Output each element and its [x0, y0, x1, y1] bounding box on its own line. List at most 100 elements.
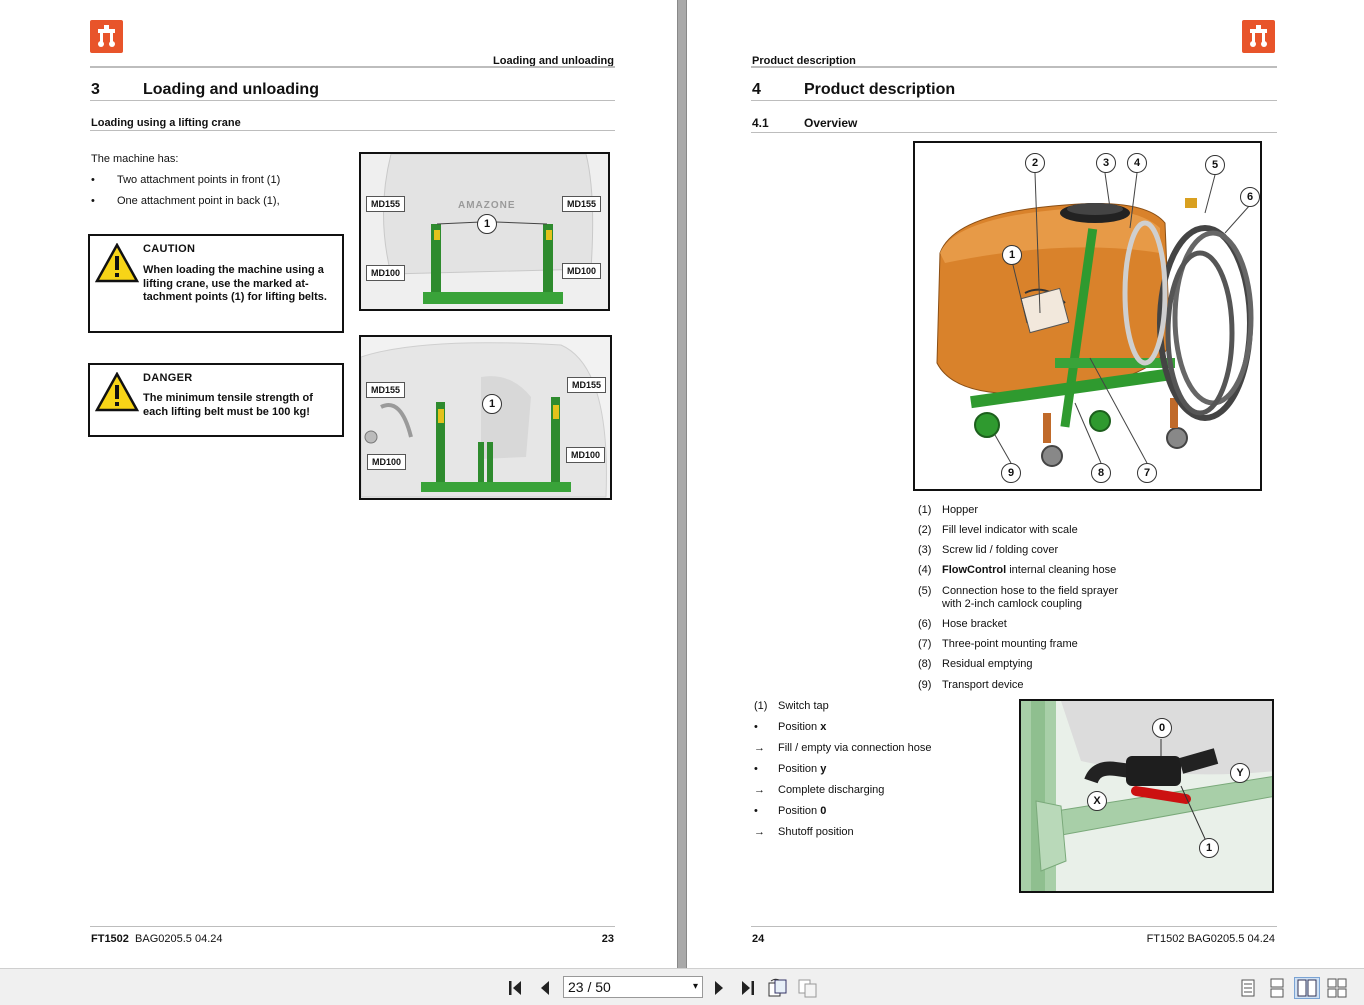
compare-view-button[interactable] — [797, 977, 819, 999]
prev-page-button[interactable] — [534, 977, 556, 999]
caution-line-1: When loading the machine using a — [143, 264, 324, 276]
last-page-button[interactable] — [736, 977, 758, 999]
page-gutter — [677, 0, 687, 968]
footer-doc-info: FT1502 BAG0205.5 04.24 — [1146, 933, 1275, 945]
lifting-points-rear-figure: MD155 MD155 MD100 MD100 1 — [359, 335, 612, 500]
next-page-button[interactable] — [708, 977, 730, 999]
last-page-icon — [742, 981, 754, 995]
callout-switch-tap: 1 — [1199, 838, 1219, 858]
callout-1: 1 — [482, 394, 502, 414]
continuous-view-button[interactable] — [1266, 977, 1288, 999]
header-rule — [90, 66, 615, 68]
caution-line-3: tachment points (1) for lifting belts. — [143, 291, 327, 303]
section-title: Loading using a lifting crane — [91, 117, 241, 129]
amazone-logo — [1242, 20, 1275, 53]
two-page-view-button[interactable] — [1294, 977, 1320, 999]
danger-text: The minimum tensile strength of each lif… — [143, 392, 313, 419]
bullet-1: •Two attachment points in front (1) — [91, 174, 281, 186]
component-legend: (1)Hopper (2)Fill level indicator with s… — [918, 504, 1119, 691]
callout-3: 3 — [1096, 153, 1116, 173]
callout-8: 8 — [1091, 463, 1111, 483]
chapter-number: 3 — [91, 81, 100, 98]
chapter-title: Loading and unloading — [143, 81, 319, 98]
label-md100-right: MD100 — [562, 263, 602, 279]
label-md100-right: MD100 — [566, 447, 606, 463]
label-md100-left: MD100 — [367, 454, 407, 470]
two-page-icon — [1297, 979, 1317, 997]
footer-model: FT1502 — [91, 933, 129, 945]
amazone-tank-lettering: AMAZONE — [458, 200, 516, 211]
switch-tap-illustration — [1021, 701, 1272, 891]
callout-position-0: 0 — [1152, 718, 1172, 738]
running-header: Product description — [752, 55, 856, 67]
label-md155-left: MD155 — [366, 382, 406, 398]
hopper-rear-illustration — [361, 337, 610, 498]
chapter-rule — [90, 100, 615, 101]
danger-box: DANGER The minimum tensile strength of e… — [88, 363, 344, 437]
rotate-view-button[interactable] — [767, 977, 789, 999]
overview-figure: 2 3 4 5 6 1 7 8 9 — [913, 141, 1262, 491]
label-md155-right: MD155 — [562, 196, 602, 212]
footer-rule — [90, 926, 615, 927]
section-title: Overview — [804, 116, 858, 130]
footer-doc: BAG0205.5 04.24 — [135, 933, 223, 945]
bullet-2-text: One attachment point in back (1), — [117, 195, 280, 207]
prev-page-icon — [541, 981, 549, 995]
chapter-title: Product description — [804, 81, 956, 98]
next-page-icon — [715, 981, 723, 995]
page-number: 23 — [601, 933, 614, 945]
bullet-1-text: Two attachment points in front (1) — [117, 174, 281, 186]
page-number: 24 — [752, 933, 765, 945]
callout-6: 6 — [1240, 187, 1260, 207]
lifting-points-front-figure: AMAZONE MD155 MD155 MD100 MD100 1 — [359, 152, 610, 311]
footer-rule — [751, 926, 1277, 927]
chapter-rule — [751, 100, 1277, 101]
intro-text: The machine has: — [91, 153, 179, 165]
first-page-icon — [509, 981, 521, 995]
label-md100-left: MD100 — [366, 265, 406, 281]
page-number-input[interactable]: 23 / 50 ▾ — [563, 976, 703, 998]
callout-4: 4 — [1127, 153, 1147, 173]
callout-1: 1 — [477, 214, 497, 234]
two-page-continuous-view-button[interactable] — [1326, 977, 1348, 999]
chapter-number: 4 — [752, 81, 761, 98]
legend-bold-term: FlowControl — [942, 564, 1007, 576]
callout-position-y: Y — [1230, 763, 1250, 783]
caution-title: CAUTION — [143, 243, 196, 255]
section-number: 4.1 — [752, 116, 769, 130]
switch-tap-list: (1)Switch tap •Position x →Fill / empty … — [754, 700, 932, 838]
footer-doc-info: FT1502 BAG0205.5 04.24 — [91, 932, 223, 946]
switch-tap-figure: 0 X Y 1 — [1019, 699, 1274, 893]
callout-5: 5 — [1205, 155, 1225, 175]
callout-1: 1 — [1002, 245, 1022, 265]
compare-icon — [798, 979, 817, 998]
right-page: Product description 4 Product descriptio… — [687, 0, 1364, 968]
single-page-view-button[interactable] — [1237, 977, 1259, 999]
two-page-continuous-icon — [1327, 978, 1347, 998]
amazone-logo — [90, 20, 123, 53]
callout-position-x: X — [1087, 791, 1107, 811]
danger-title: DANGER — [143, 372, 193, 384]
header-rule — [751, 66, 1277, 68]
left-page: Loading and unloading 3 Loading and unlo… — [0, 0, 677, 968]
running-header: Loading and unloading — [493, 55, 614, 67]
label-md155-left: MD155 — [366, 196, 406, 212]
caution-line-2: lifting crane, use the marked at- — [143, 277, 309, 290]
callout-2: 2 — [1025, 153, 1045, 173]
label-md155-right: MD155 — [567, 377, 607, 393]
single-page-icon — [1241, 979, 1255, 997]
hopper-front-illustration — [361, 154, 608, 309]
callout-7: 7 — [1137, 463, 1157, 483]
continuous-icon — [1270, 978, 1284, 998]
caution-box: CAUTION When loading the machine using a… — [88, 234, 344, 333]
warning-triangle-icon — [95, 372, 139, 412]
danger-line-2: each lifting belt must be 100 kg! — [143, 405, 310, 418]
warning-triangle-icon — [95, 243, 139, 283]
ft1502-machine-illustration — [915, 143, 1260, 489]
page-field-value: 23 / 50 — [568, 979, 611, 995]
callout-9: 9 — [1001, 463, 1021, 483]
chevron-down-icon[interactable]: ▾ — [692, 981, 698, 992]
caution-text: When loading the machine using a lifting… — [143, 264, 327, 305]
first-page-button[interactable] — [505, 977, 527, 999]
rotate-icon — [768, 978, 787, 997]
